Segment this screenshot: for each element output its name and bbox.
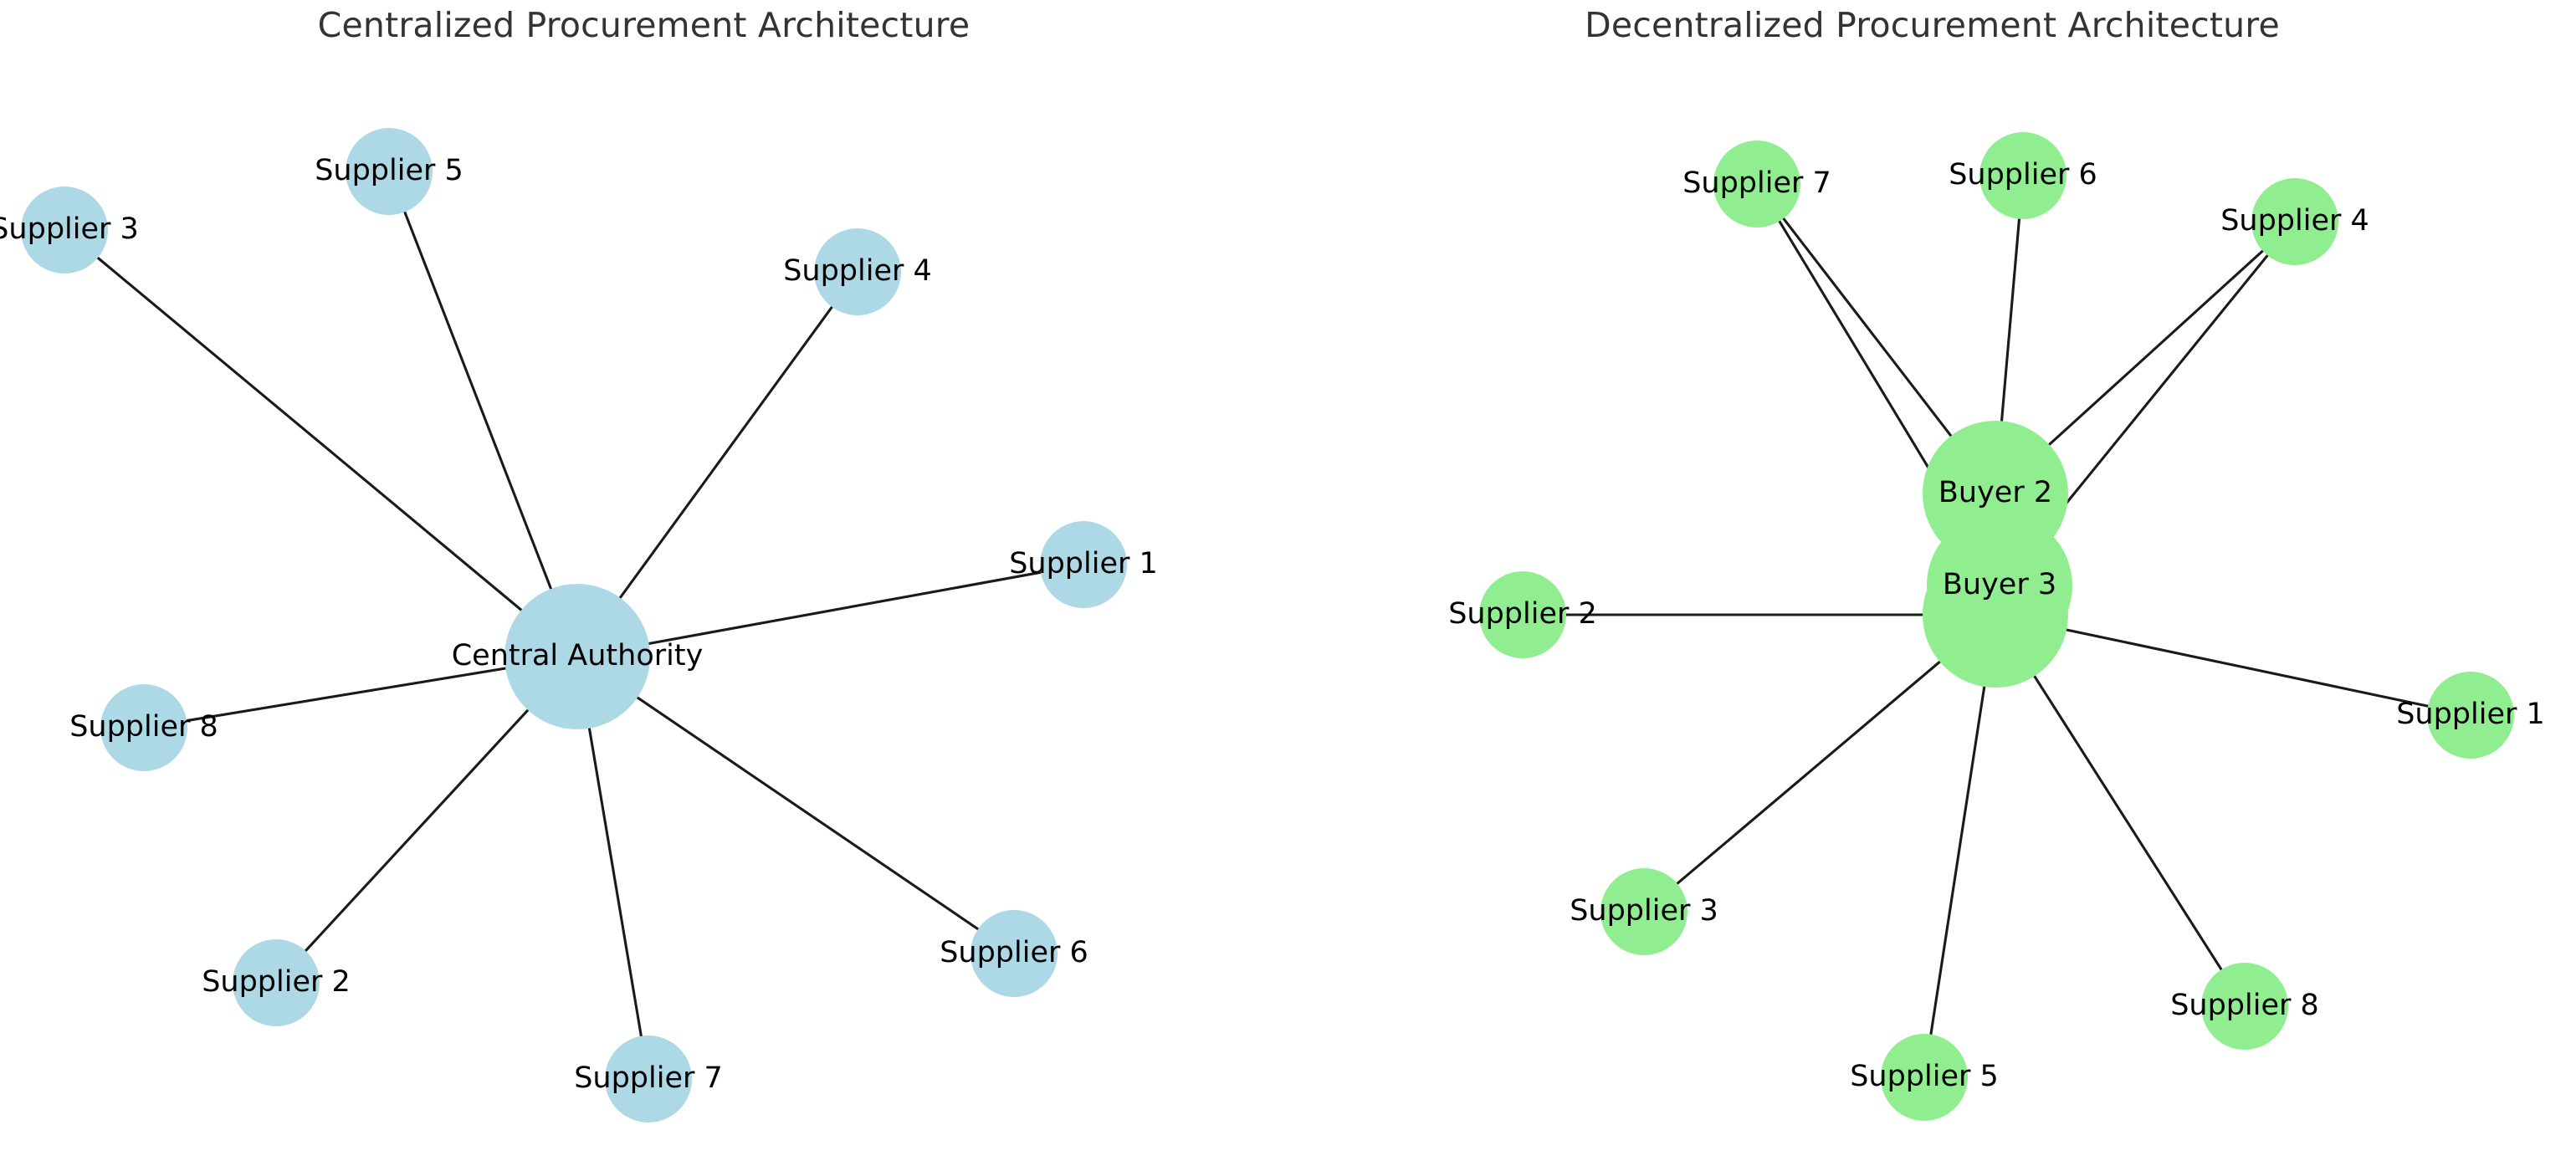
node-label: Supplier 5 [315,154,463,187]
graph-node[interactable]: Supplier 4 [2220,178,2369,265]
graph-edge [1995,613,2471,717]
graph-edge [1642,613,1997,913]
panel-title-centralized: Centralized Procurement Architecture [317,5,970,45]
graph-edge [387,171,579,657]
node-label: Supplier 6 [1949,158,2097,192]
graph-edge [576,655,1015,955]
graph-edge [1994,614,2246,1007]
graph-node[interactable]: Supplier 7 [574,1035,723,1122]
node-label: Supplier 7 [574,1061,723,1095]
node-label: Supplier 2 [1448,597,1597,631]
node-label: Supplier 1 [1009,547,1158,580]
panel-centralized: Centralized Procurement Architecture [317,5,970,45]
node-circle[interactable] [504,584,650,729]
node-circle[interactable] [21,187,108,274]
node-circle[interactable] [1600,868,1687,955]
panel-decentralized: Decentralized Procurement Architecture [1288,0,2576,1171]
node-circle[interactable] [1927,513,2072,658]
graph-node[interactable]: Supplier 2 [1448,571,1597,658]
graph-node[interactable]: Supplier 4 [783,228,932,315]
graph-node[interactable]: Supplier 5 [1850,1034,1999,1121]
graph-node[interactable]: Supplier 1 [2396,672,2545,759]
graph-node[interactable]: Supplier 6 [940,910,1088,997]
node-circle[interactable] [2201,963,2288,1050]
graph-node[interactable]: Supplier 7 [1682,141,1831,228]
node-circle[interactable] [2251,178,2338,265]
node-circle[interactable] [100,684,187,771]
node-circle[interactable] [1479,571,1566,658]
graph-node[interactable]: Central Authority [452,584,704,729]
node-circle[interactable] [1881,1034,1968,1121]
node-label: Supplier 8 [69,710,218,744]
node-label: Supplier 7 [1682,166,1831,200]
graph-node[interactable]: Supplier 6 [1949,132,2097,219]
node-circle[interactable] [605,1035,692,1122]
node-label: Central Authority [452,639,704,672]
graph-node[interactable]: Supplier 2 [202,939,351,1026]
panel-title-decentralized: Decentralized Procurement Architecture [1585,5,2280,45]
graph-edge [576,563,1084,658]
graph-node[interactable]: Supplier 3 [1570,868,1718,955]
node-label: Buyer 2 [1938,476,2052,509]
node-circle[interactable] [346,128,433,215]
graph-node[interactable]: Buyer 3 [1927,513,2072,658]
node-circle[interactable] [1040,521,1127,608]
graph-node[interactable]: Supplier 5 [315,128,463,215]
graph-edge [1923,614,1997,1078]
node-circle[interactable] [970,910,1058,997]
node-label: Supplier 4 [2220,204,2369,238]
node-circle[interactable] [233,939,320,1026]
graph-edge [576,271,859,657]
graph-edge [274,655,579,984]
node-circle[interactable] [1979,132,2066,219]
node-label: Buyer 3 [1943,568,2056,601]
graph-node[interactable]: Supplier 1 [1009,521,1158,608]
graph-node[interactable]: Supplier 3 [0,187,139,274]
node-circle[interactable] [814,228,901,315]
node-circle[interactable] [2427,672,2514,759]
node-label: Supplier 3 [1570,894,1718,928]
node-label: Supplier 3 [0,212,139,246]
graph-node[interactable]: Supplier 8 [2170,963,2319,1050]
node-label: Supplier 1 [2396,698,2545,731]
node-label: Supplier 8 [2170,989,2319,1022]
graph-edge [64,228,578,658]
node-label: Supplier 5 [1850,1060,1999,1093]
graph-node[interactable]: Supplier 8 [69,684,218,771]
node-label: Supplier 4 [783,254,932,288]
graph-edge [143,655,578,729]
node-circle[interactable] [1713,141,1800,228]
node-label: Supplier 6 [940,936,1088,969]
node-label: Supplier 2 [202,965,351,999]
